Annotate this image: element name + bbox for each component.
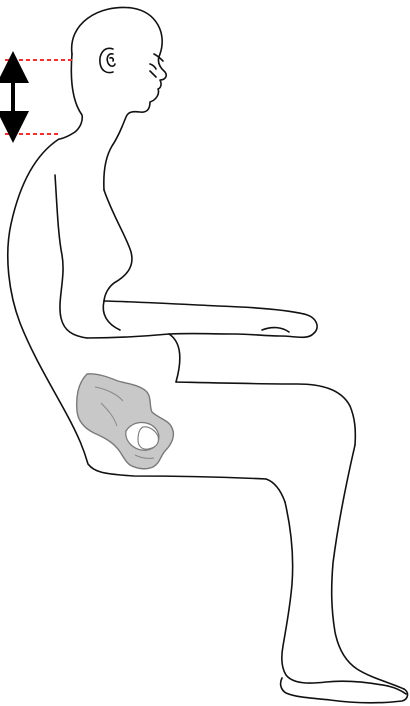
pelvis-illustration (77, 374, 174, 469)
head-outline (60, 7, 166, 190)
body-outline (8, 139, 408, 703)
pelvis-bone (77, 374, 174, 469)
ear-icon (100, 48, 115, 72)
measurement-guides (5, 60, 74, 134)
